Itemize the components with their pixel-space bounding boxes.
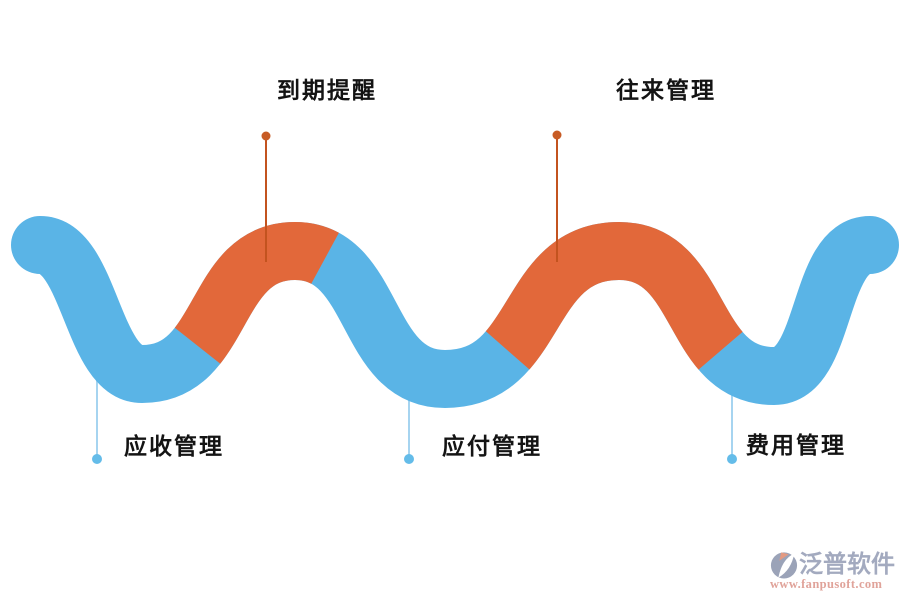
label-receivables: 应收管理 <box>124 434 224 460</box>
dot-receivables <box>92 454 102 464</box>
dot-due-reminder <box>261 131 271 141</box>
watermark-url: www.fanpusoft.com <box>770 577 883 591</box>
dot-payables <box>404 454 414 464</box>
label-transactions: 往来管理 <box>616 78 716 104</box>
label-due-reminder: 到期提醒 <box>277 78 377 104</box>
dot-transactions <box>552 130 562 140</box>
logo-accent-wedge <box>779 552 789 561</box>
label-payables: 应付管理 <box>442 434 542 460</box>
watermark: 泛普软件 www.fanpusoft.com <box>770 549 900 592</box>
watermark-brand: 泛普软件 <box>799 550 895 578</box>
logo-swoosh <box>778 553 795 578</box>
fanpu-logo-icon <box>770 552 798 579</box>
wave-ribbon-base <box>11 216 899 409</box>
connector-dots <box>92 130 737 464</box>
top-connectors <box>265 139 558 262</box>
label-expenses: 费用管理 <box>746 433 846 459</box>
dot-expenses <box>727 454 737 464</box>
